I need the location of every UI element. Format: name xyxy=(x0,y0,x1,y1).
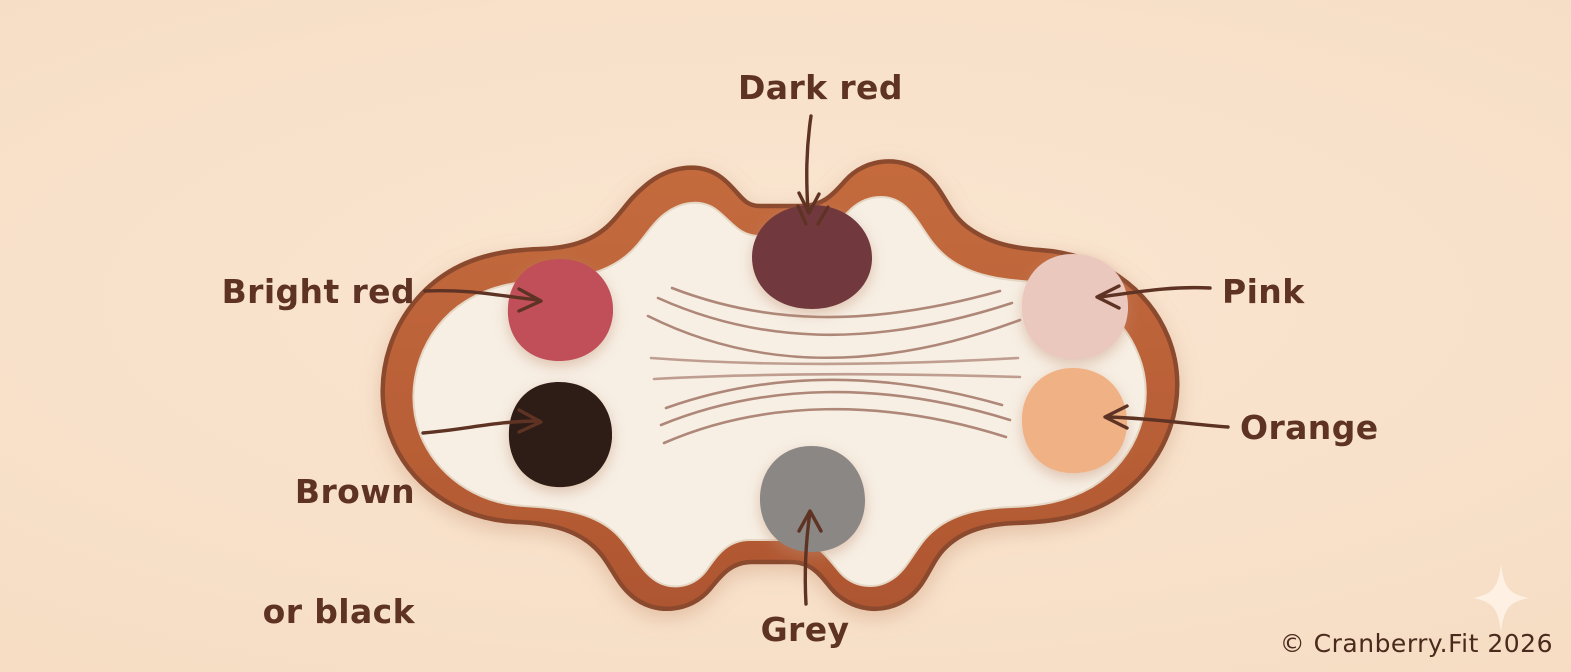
wave-line xyxy=(670,286,1002,319)
arrow-line-grey xyxy=(803,510,812,606)
arrow-line-brown-black xyxy=(421,419,540,435)
label-dark-red: Dark red xyxy=(738,68,903,107)
arrow-line-orange xyxy=(1106,415,1230,429)
label-brown-or-black: Brown or black xyxy=(140,391,415,672)
blob-bright-red xyxy=(507,259,614,362)
arrow-head-pink xyxy=(1095,284,1121,310)
blob-dark-red-stem xyxy=(796,204,830,226)
leader-arrows xyxy=(421,114,1230,606)
blob-grey xyxy=(759,446,866,553)
label-pink: Pink xyxy=(1222,272,1305,311)
pad-wave-lines xyxy=(646,286,1022,445)
arrow-head-orange xyxy=(1103,404,1129,430)
label-brown-or-black-line1: Brown xyxy=(294,471,415,511)
arrow-head-dark-red xyxy=(797,191,821,215)
blob-pink xyxy=(1021,254,1129,360)
wave-line xyxy=(664,378,1004,410)
label-brown-or-black-line2: or black xyxy=(262,592,415,632)
arrow-head-bright-red xyxy=(517,287,543,313)
wave-line xyxy=(662,407,1008,445)
label-grey: Grey xyxy=(760,610,850,649)
arrow-line-dark-red xyxy=(805,114,813,214)
wave-line xyxy=(656,296,1014,337)
blob-orange xyxy=(1021,368,1128,474)
label-bright-red: Bright red xyxy=(221,272,415,311)
watermark-text: © Cranberry.Fit 2026 xyxy=(1279,629,1553,658)
wave-line xyxy=(652,372,1022,381)
label-orange: Orange xyxy=(1240,408,1379,447)
blood-colour-blobs xyxy=(507,204,1129,553)
arrow-head-grey xyxy=(797,509,823,533)
arrow-line-bright-red xyxy=(423,288,540,302)
arrow-head-brown-black xyxy=(517,408,543,434)
arrow-line-pink xyxy=(1098,285,1212,299)
blob-brown-black xyxy=(508,382,613,488)
blob-dark-red xyxy=(752,205,872,309)
wave-line xyxy=(646,314,1022,360)
wave-line xyxy=(649,356,1020,366)
wave-line xyxy=(659,390,1012,427)
